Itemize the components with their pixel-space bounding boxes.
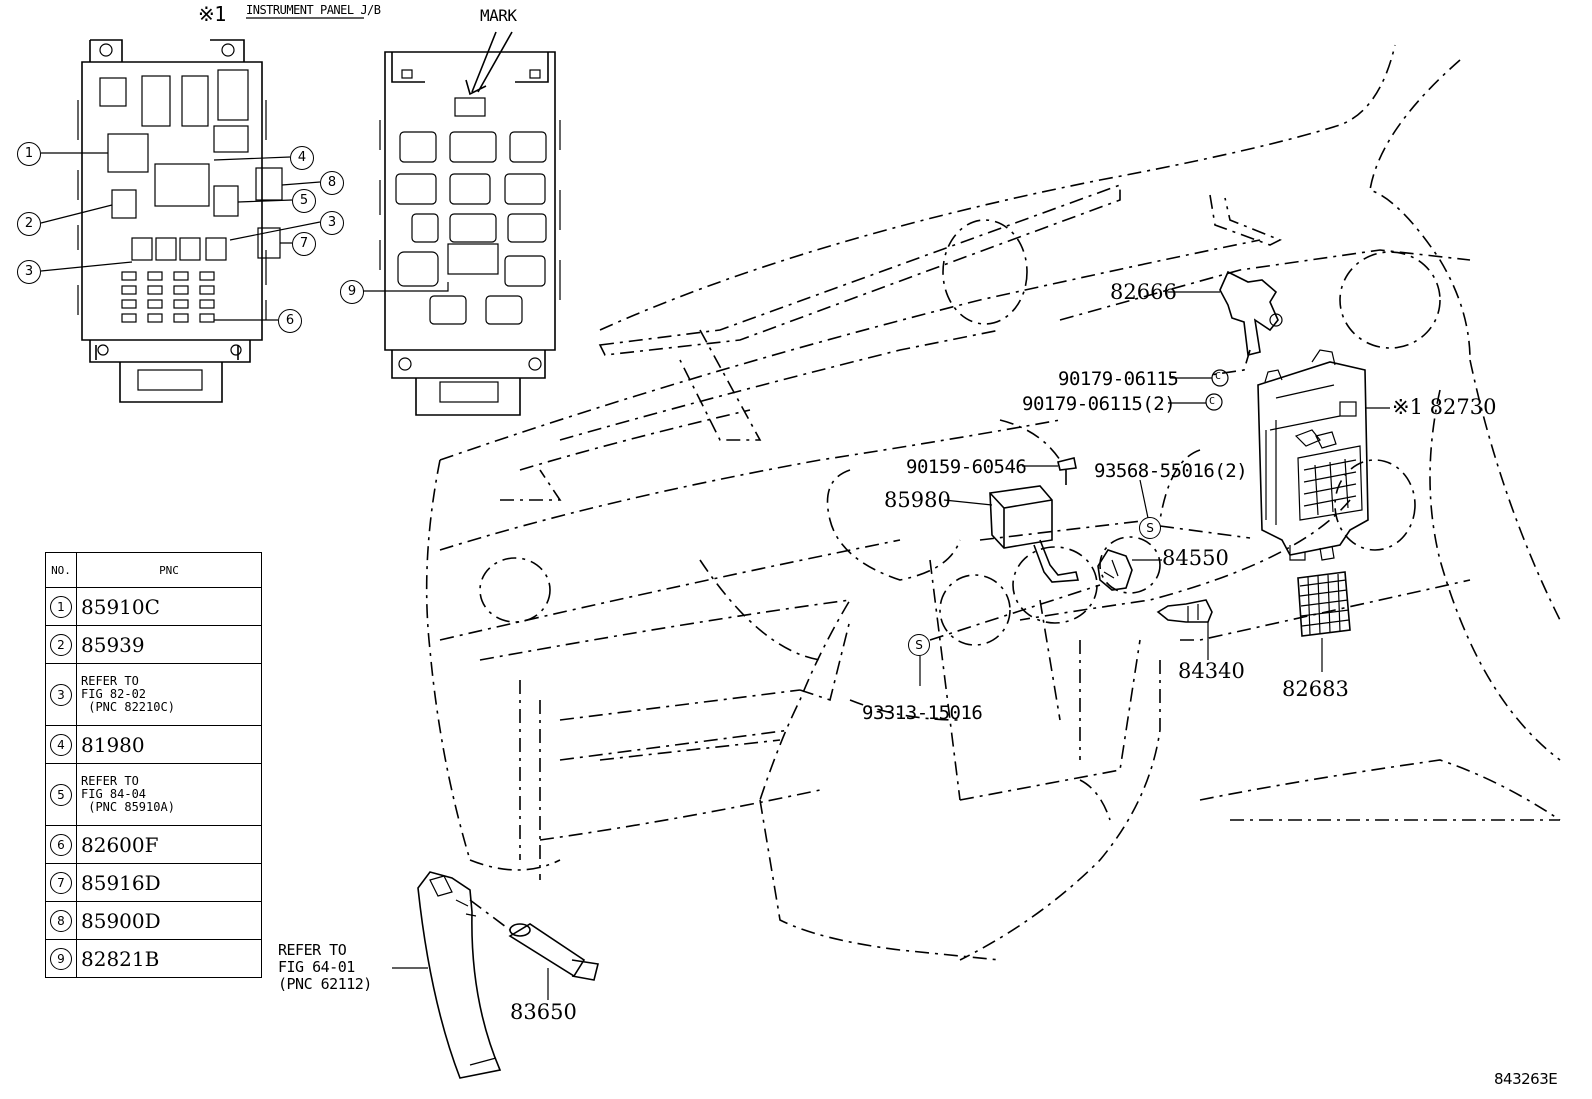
part-82730: ※1 82730 [1392,395,1497,419]
callout-3-left: 3 [17,260,41,284]
row-pnc: 82600F [76,825,262,864]
part-82683: 82683 [1282,677,1349,701]
jb-caption: INSTRUMENT PANEL J/B [246,3,381,17]
callout-2: 2 [17,212,41,236]
c-mark-lower: C [1209,396,1215,407]
ref-mark-label: ※1 [198,2,226,26]
row-pnc: 82821B [76,939,262,978]
part-85980: 85980 [884,488,951,512]
callout-7: 7 [292,232,316,256]
table-header-no: NO. [45,552,77,588]
table-row: 6 82600F [45,825,262,864]
table-row: 5 REFER TO FIG 84-04 (PNC 85910A) [45,763,262,826]
bracket-82666 [1168,270,1283,376]
row-number: 9 [50,947,72,970]
table-row: 8 85900D [45,901,262,940]
part-90159-60546: 90159-60546 [906,456,1027,478]
row-pnc: 85900D [76,901,262,940]
table-row: 4 81980 [45,725,262,764]
table-row: 1 85910C [45,587,262,626]
pnc-table: NO. PNC 1 85910C 2 85939 3 REFER TO FIG … [45,552,262,978]
row-number: 3 [50,683,72,706]
part-90179-06115-2: 90179-06115(2) [1022,393,1176,415]
row-pnc: REFER TO FIG 82-02 (PNC 82210C) [76,663,262,726]
part-83650: 83650 [510,1000,577,1024]
table-row: 3 REFER TO FIG 82-02 (PNC 82210C) [45,663,262,726]
nut-90179 [1168,369,1229,411]
table-header-pnc: PNC [76,552,262,588]
switch-84340 [1156,599,1213,660]
junction-block-back-view [363,31,561,416]
row-pnc: 85916D [76,863,262,902]
row-pnc: 81980 [76,725,262,764]
callout-1: 1 [17,142,41,166]
s-mark-upper: S [1139,517,1161,539]
row-number: 1 [50,595,72,618]
figure-id: 843263E [1494,1070,1558,1088]
switch-84550 [1097,549,1162,591]
table-row: 9 82821B [45,939,262,978]
refer-fig-64-01: REFER TO FIG 64-01 (PNC 62112) [278,941,372,993]
table-row: 7 85916D [45,863,262,902]
callout-5: 5 [292,189,316,213]
callout-3-right: 3 [320,211,344,235]
bolt-90159 [1022,457,1077,485]
part-93313-15016: 93313-15016 [862,702,983,724]
part-84340: 84340 [1178,659,1245,683]
row-pnc: 85910C [76,587,262,626]
relay-85980 [943,485,1080,583]
part-90179-06115: 90179-06115 [1058,368,1179,390]
callout-9: 9 [340,280,364,304]
row-number: 4 [50,733,72,756]
cover-82683 [1297,571,1351,672]
row-number: 8 [50,909,72,932]
mark-label: MARK [480,6,517,25]
s-mark-lower: S [908,634,930,656]
callout-6: 6 [278,309,302,333]
junction-block-front-view [40,39,321,403]
table-header-row: NO. PNC [45,552,262,588]
row-pnc: REFER TO FIG 84-04 (PNC 85910A) [76,763,262,826]
callout-8: 8 [320,171,344,195]
row-number: 2 [50,633,72,656]
part-84550: 84550 [1162,546,1229,570]
row-number: 5 [50,783,72,806]
table-row: 2 85939 [45,625,262,664]
dashboard-outline [425,44,1561,961]
part-93568-55016: 93568-55016(2) [1094,460,1248,482]
row-pnc: 85939 [76,625,262,664]
part-82666: 82666 [1110,280,1177,304]
row-number: 6 [50,833,72,856]
sensor-83650 [469,899,599,1000]
pillar-garnish [392,871,502,1079]
callout-4: 4 [290,146,314,170]
junction-block-82730 [1257,349,1390,561]
row-number: 7 [50,871,72,894]
c-mark-upper: C [1215,371,1221,382]
